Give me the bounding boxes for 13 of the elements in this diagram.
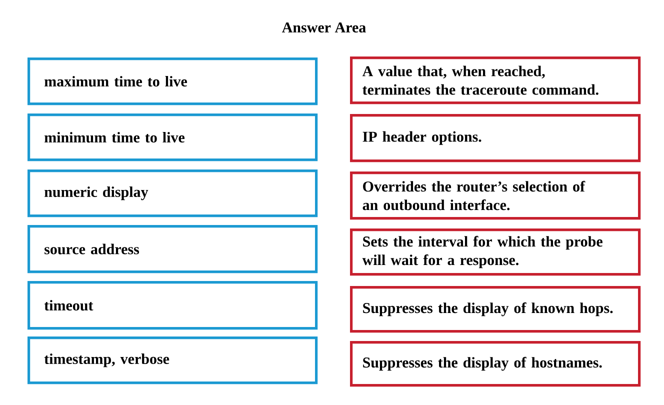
description-box: A value that, when reached, terminates the traceroute command. bbox=[350, 56, 641, 104]
description-box: IP header options. bbox=[350, 114, 641, 162]
term-box: timestamp, verbose bbox=[28, 336, 318, 384]
term-box: source address bbox=[28, 225, 318, 274]
description-box: Suppresses the display of known hops. bbox=[350, 286, 641, 333]
term-box: minimum time to live bbox=[28, 114, 318, 162]
term-box: maximum time to live bbox=[28, 58, 318, 106]
title: Answer Area bbox=[282, 22, 366, 33]
term-box: numeric display bbox=[28, 170, 318, 218]
term-box: timeout bbox=[28, 281, 318, 330]
description-box: Overrides the router’s selection of an outbound interface. bbox=[350, 172, 641, 220]
description-box: Sets the interval for which the probe will wait for a response. bbox=[350, 228, 641, 276]
description-box: Suppresses the display of hostnames. bbox=[350, 341, 641, 387]
